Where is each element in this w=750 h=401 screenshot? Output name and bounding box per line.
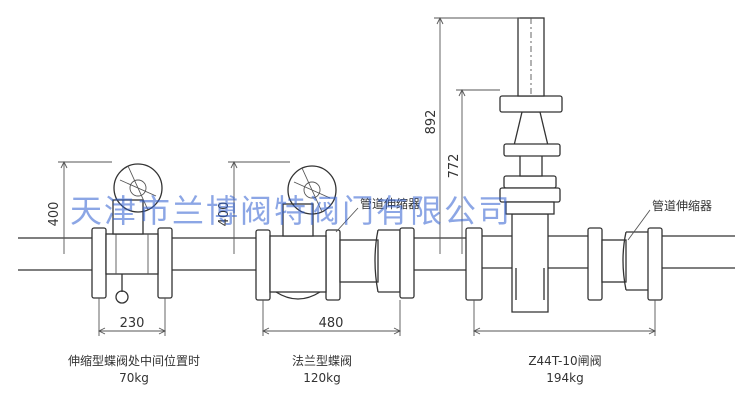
callout-expansion-joint-right: 管道伸缩器 (652, 198, 712, 213)
dim-772: 772 (447, 154, 462, 179)
dim-400-mid: 400 (217, 202, 232, 227)
watermark: 天津市兰博阀特阀门有限公司 (70, 192, 512, 230)
expansion-joint-right (587, 227, 663, 301)
caption-telescopic-valve-weight: 70kg (119, 371, 149, 385)
caption-gate-valve-weight: 194kg (546, 371, 583, 385)
callout-expansion-joint-middle: 管道伸缩器 (360, 196, 420, 211)
pipeline (18, 235, 735, 271)
caption-flanged-valve-weight: 120kg (303, 371, 340, 385)
dim-400-left: 400 (47, 202, 62, 227)
caption-gate-valve-name: Z44T-10闸阀 (528, 354, 601, 368)
butterfly-valve-flanged (255, 165, 341, 301)
dim-480: 480 (319, 316, 344, 331)
expansion-joint-middle (339, 227, 483, 301)
gate-valve (499, 17, 563, 313)
dim-892: 892 (424, 110, 439, 135)
caption-flanged-valve-name: 法兰型蝶阀 (292, 353, 352, 368)
dim-230: 230 (120, 316, 145, 331)
butterfly-valve-telescopic (91, 163, 173, 304)
caption-telescopic-valve-name: 伸缩型蝶阀处中间位置时 (68, 353, 200, 368)
dimension-lines (58, 16, 657, 336)
